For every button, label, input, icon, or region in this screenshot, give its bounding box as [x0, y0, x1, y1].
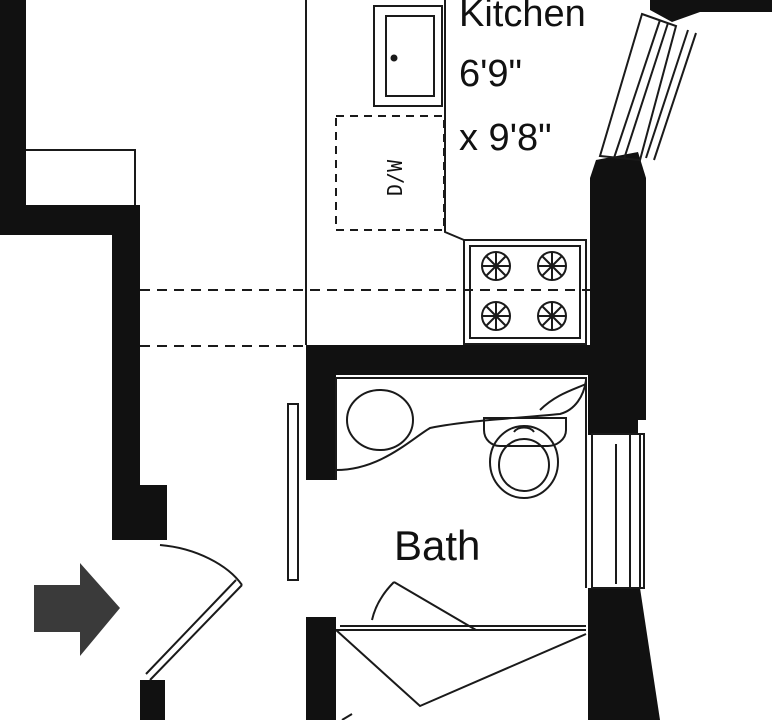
wall-left-vertical: [112, 205, 140, 515]
wall-left-bottom: [140, 680, 165, 720]
wall-right-bottom-slant: [630, 588, 660, 720]
kitchen-window: [598, 12, 697, 162]
bath-door-swing: [371, 581, 395, 621]
entry-door-arc: [159, 544, 243, 586]
wall-bath-left-lower: [306, 617, 336, 720]
bath-window-frame: [591, 433, 645, 589]
tub-drain-v: [335, 629, 587, 708]
wall-top-right: [650, 0, 772, 22]
kitchen-length: x 9'8": [459, 117, 552, 159]
wall-right-mid: [588, 345, 638, 435]
window-frame: [598, 12, 678, 162]
bath-door: [393, 581, 477, 631]
window-pane-2: [623, 22, 669, 160]
window-pane-4: [653, 32, 697, 161]
entry-arrow-icon: [34, 563, 120, 656]
window-pane-1: [613, 19, 661, 159]
stove-burner-icon: [537, 301, 567, 331]
vanity-curl: [539, 383, 587, 411]
entry-door: [145, 544, 243, 681]
sink-icon: [346, 389, 414, 451]
bath-title: Bath: [394, 522, 480, 569]
stove-burner-icon: [537, 251, 567, 281]
stove-burner-icon: [481, 251, 511, 281]
sink-icon: [373, 5, 443, 107]
counter-edge: [444, 0, 465, 241]
entry-door-leaf: [149, 584, 243, 681]
toilet-icon: [483, 417, 567, 499]
vanity-counter: [335, 379, 587, 471]
closet-shelf: [26, 149, 136, 205]
tub-arrow: [341, 713, 353, 720]
stove-burner-icon: [481, 301, 511, 331]
partition-left: [287, 403, 299, 581]
bath-interior-edge: [335, 377, 587, 588]
bath-fixtures: [287, 377, 645, 720]
window-pane-3: [645, 29, 689, 159]
kitchen-title: Kitchen: [459, 0, 586, 35]
wall-left-top: [0, 0, 26, 232]
dishwasher-label: D/W: [383, 159, 407, 196]
wall-left-jog: [112, 485, 167, 540]
entry-door-leaf-2: [145, 579, 237, 675]
stove: [463, 239, 587, 345]
lines: [26, 0, 590, 347]
kitchen-width: 6'9": [459, 53, 522, 95]
wall-bath-left-upper: [306, 345, 336, 480]
